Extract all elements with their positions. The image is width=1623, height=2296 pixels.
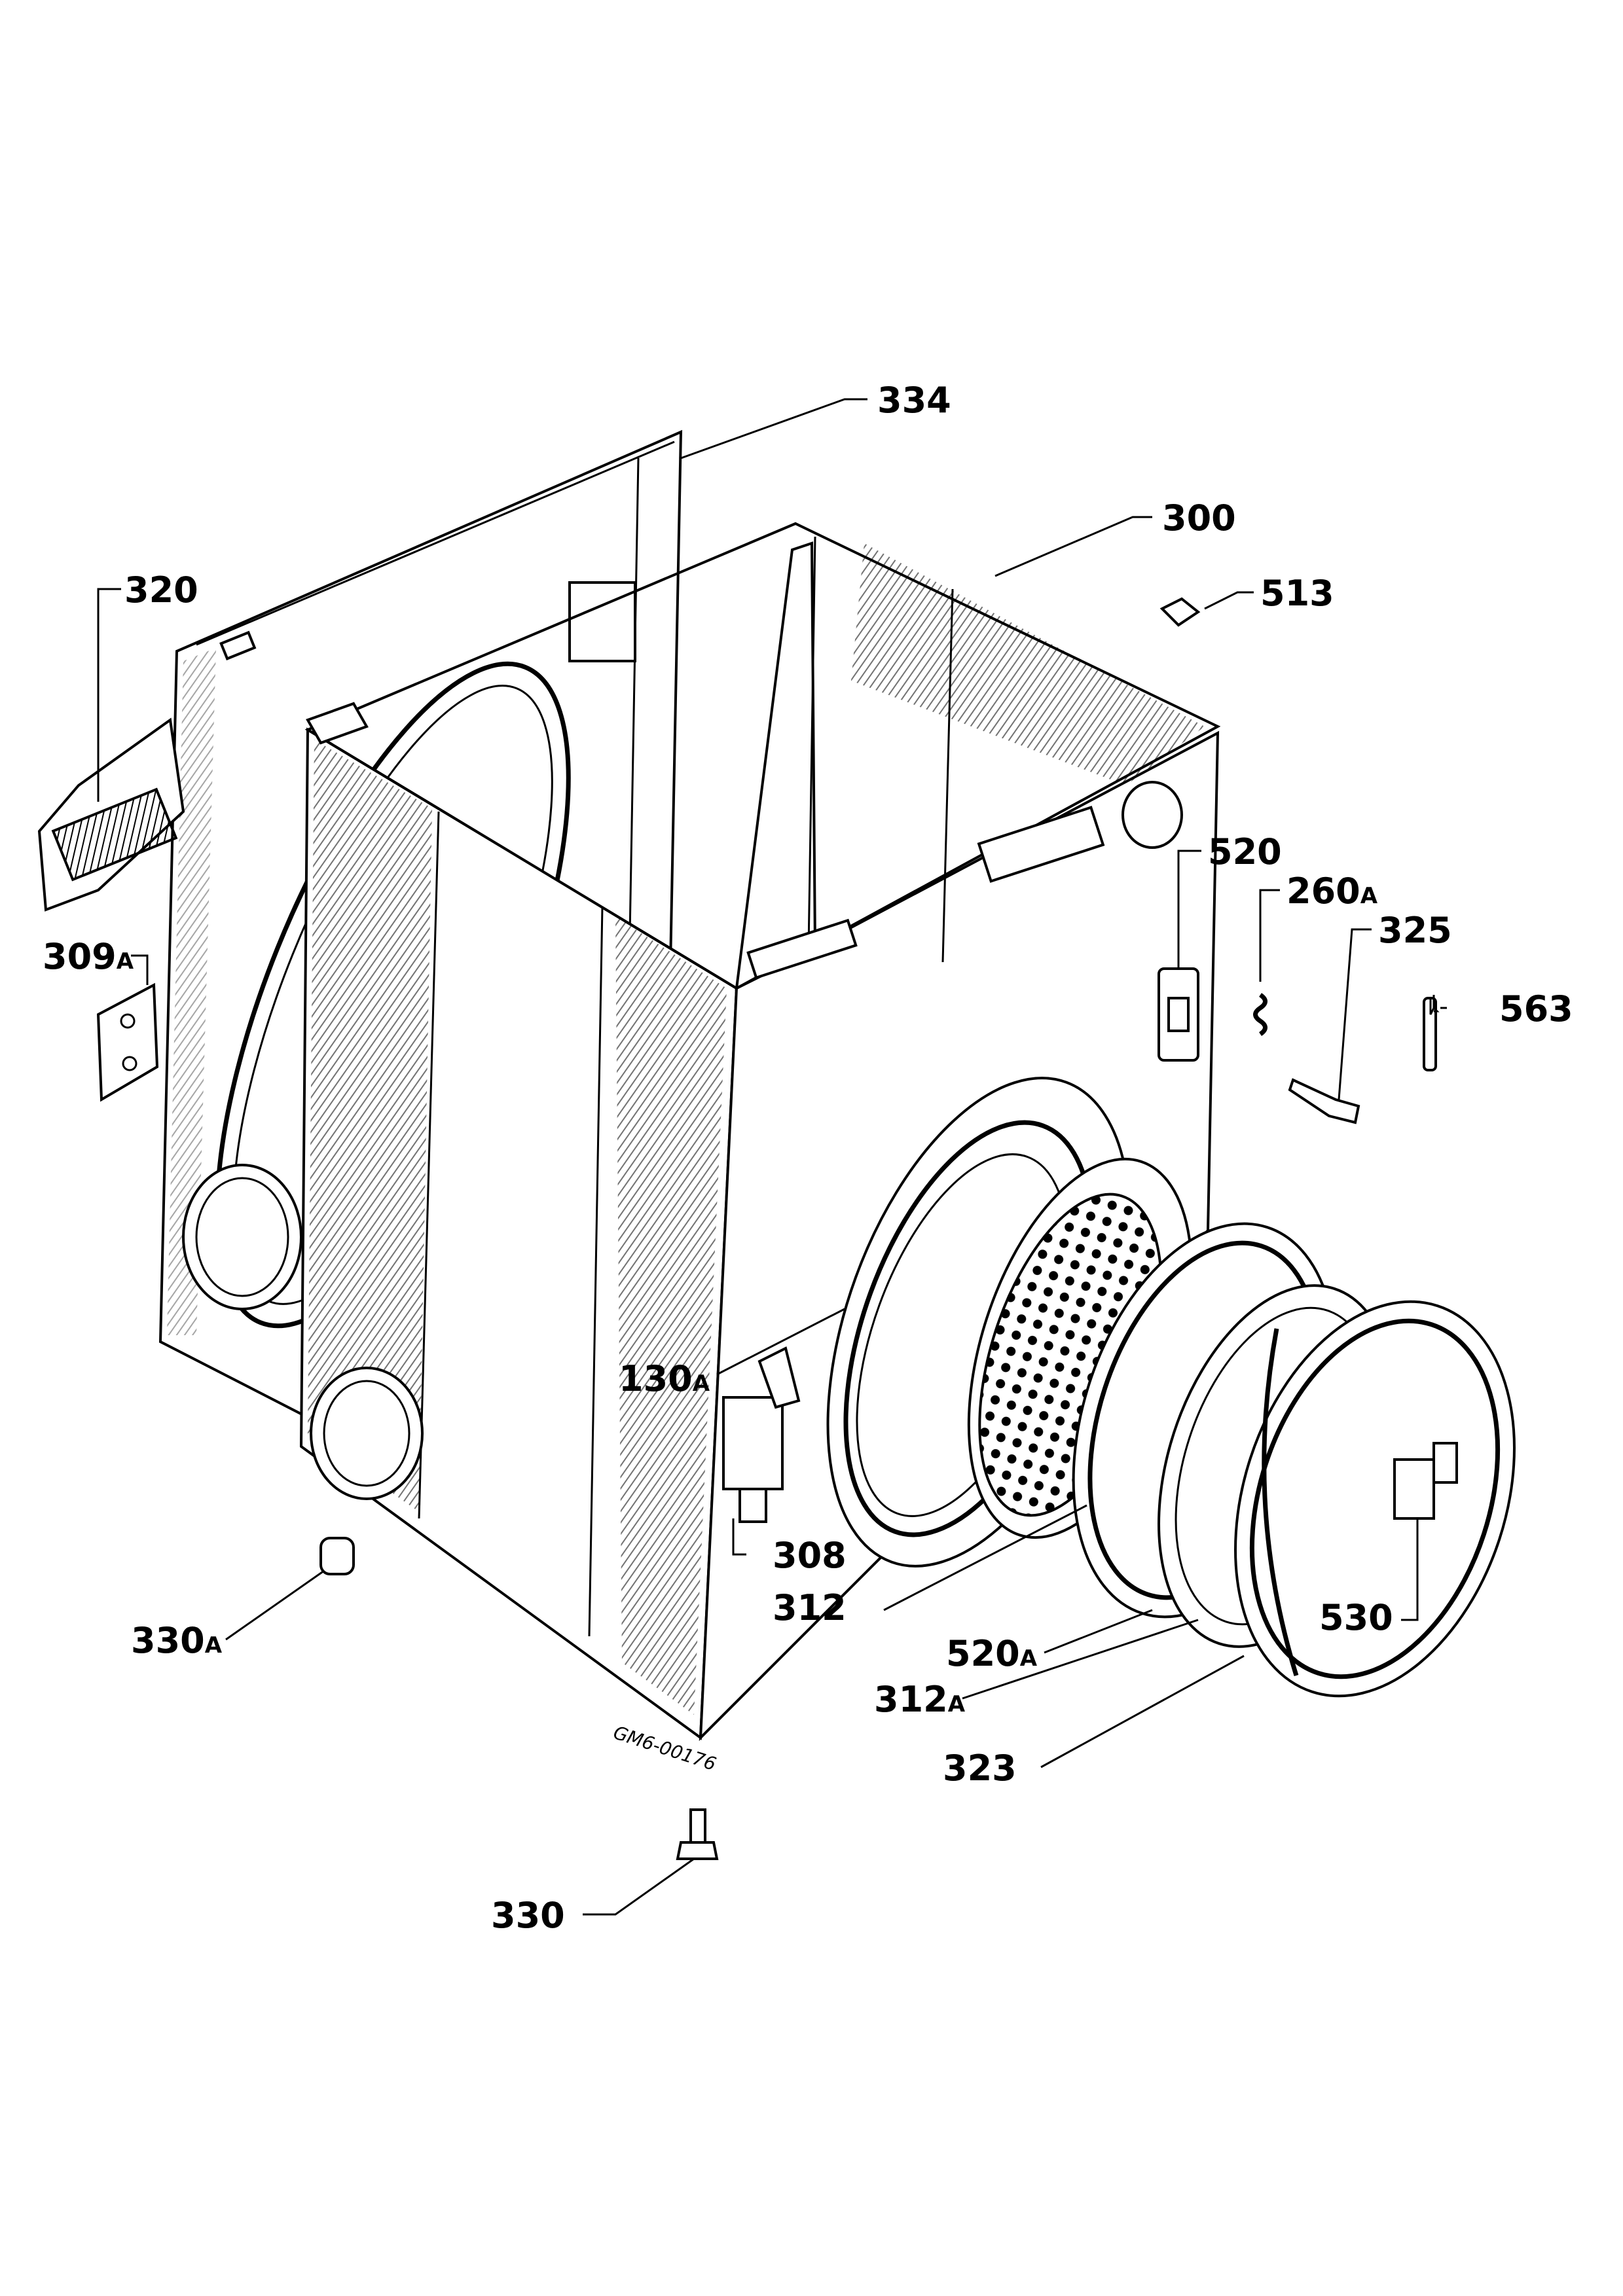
label-312: 312: [773, 1587, 847, 1628]
door-latch: [1158, 967, 1199, 1062]
label-323: 323: [943, 1748, 1017, 1789]
label-300: 300: [1162, 497, 1236, 539]
door-frame: [1234, 1300, 1516, 1698]
hinge-bracket: [37, 717, 185, 912]
clip: [1159, 597, 1201, 627]
lever: [1288, 1078, 1360, 1124]
leader-lines: [97, 398, 1447, 1916]
label-309a: 309A: [43, 936, 134, 977]
label-513: 513: [1260, 573, 1334, 614]
label-325: 325: [1378, 910, 1452, 951]
label-520a: 520A: [946, 1633, 1038, 1674]
spring: [1253, 993, 1267, 1036]
label-320: 320: [124, 569, 198, 611]
door-switch: [722, 1346, 801, 1523]
label-334: 334: [877, 380, 951, 421]
label-308: 308: [773, 1535, 847, 1576]
part-labels: 334 300 513 320 309A 520 260A 325 563 13…: [43, 380, 1573, 1936]
label-520: 520: [1208, 831, 1282, 872]
label-330: 330: [491, 1895, 565, 1936]
cabinet: [299, 522, 1221, 1742]
label-260a: 260A: [1286, 870, 1378, 912]
label-563: 563: [1499, 988, 1573, 1030]
label-130a: 130A: [619, 1358, 710, 1399]
hinge-plate: [96, 982, 159, 1102]
foot-cap: [319, 1537, 355, 1575]
label-530: 530: [1319, 1597, 1393, 1638]
label-312a: 312A: [874, 1679, 966, 1720]
door-handle: [1393, 1442, 1458, 1520]
adjustable-foot: [676, 1808, 719, 1860]
label-330a: 330A: [131, 1620, 223, 1661]
